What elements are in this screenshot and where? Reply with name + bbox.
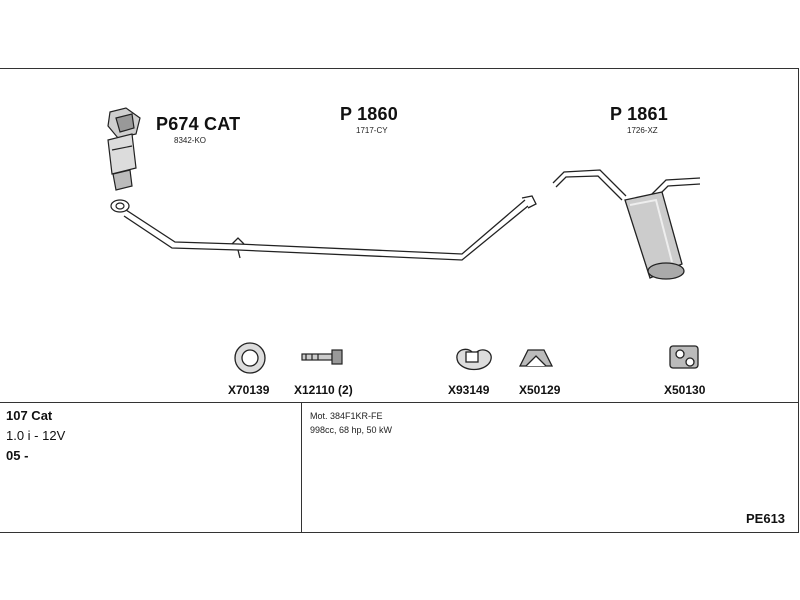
vehicle-year: 05 - bbox=[6, 448, 29, 463]
rubber-mount-icon bbox=[518, 349, 554, 367]
diagram-frame bbox=[0, 68, 799, 533]
vehicle-model: 107 Cat bbox=[6, 408, 53, 423]
spec-details: 998cc, 68 hp, 50 kW bbox=[310, 425, 393, 435]
bolt-icon bbox=[301, 349, 343, 365]
spec-motor: Mot. 384F1KR-FE bbox=[310, 411, 383, 421]
clamp-icon bbox=[456, 348, 492, 371]
table-divider-vertical bbox=[301, 402, 302, 533]
accessory-clamp-code: X93149 bbox=[448, 383, 490, 397]
part-code-centre-pipe: P 1860 bbox=[340, 104, 398, 124]
table-divider-horizontal bbox=[0, 402, 799, 403]
rear-silencer-illustration bbox=[552, 169, 701, 280]
catalytic-converter-illustration bbox=[107, 107, 141, 213]
accessory-gasket-code: X70139 bbox=[228, 383, 270, 397]
part-sub-rear-silencer: 1726-XZ bbox=[627, 126, 658, 135]
part-sub-catalyst: 8342-KO bbox=[174, 136, 207, 145]
hanger-block-icon bbox=[669, 345, 699, 369]
reference-code: PE613 bbox=[746, 511, 786, 526]
part-code-catalyst: P674 CAT bbox=[156, 114, 241, 134]
part-code-rear-silencer: P 1861 bbox=[610, 104, 668, 124]
part-sub-centre-pipe: 1717-CY bbox=[356, 126, 388, 135]
accessory-bolt-code: X12110 (2) bbox=[294, 383, 353, 397]
accessory-mount-code: X50129 bbox=[519, 383, 561, 397]
centre-pipe-illustration bbox=[123, 195, 537, 261]
vehicle-engine: 1.0 i - 12V bbox=[6, 428, 66, 443]
gasket-ring-icon bbox=[234, 342, 266, 374]
accessory-hanger-code: X50130 bbox=[664, 383, 706, 397]
